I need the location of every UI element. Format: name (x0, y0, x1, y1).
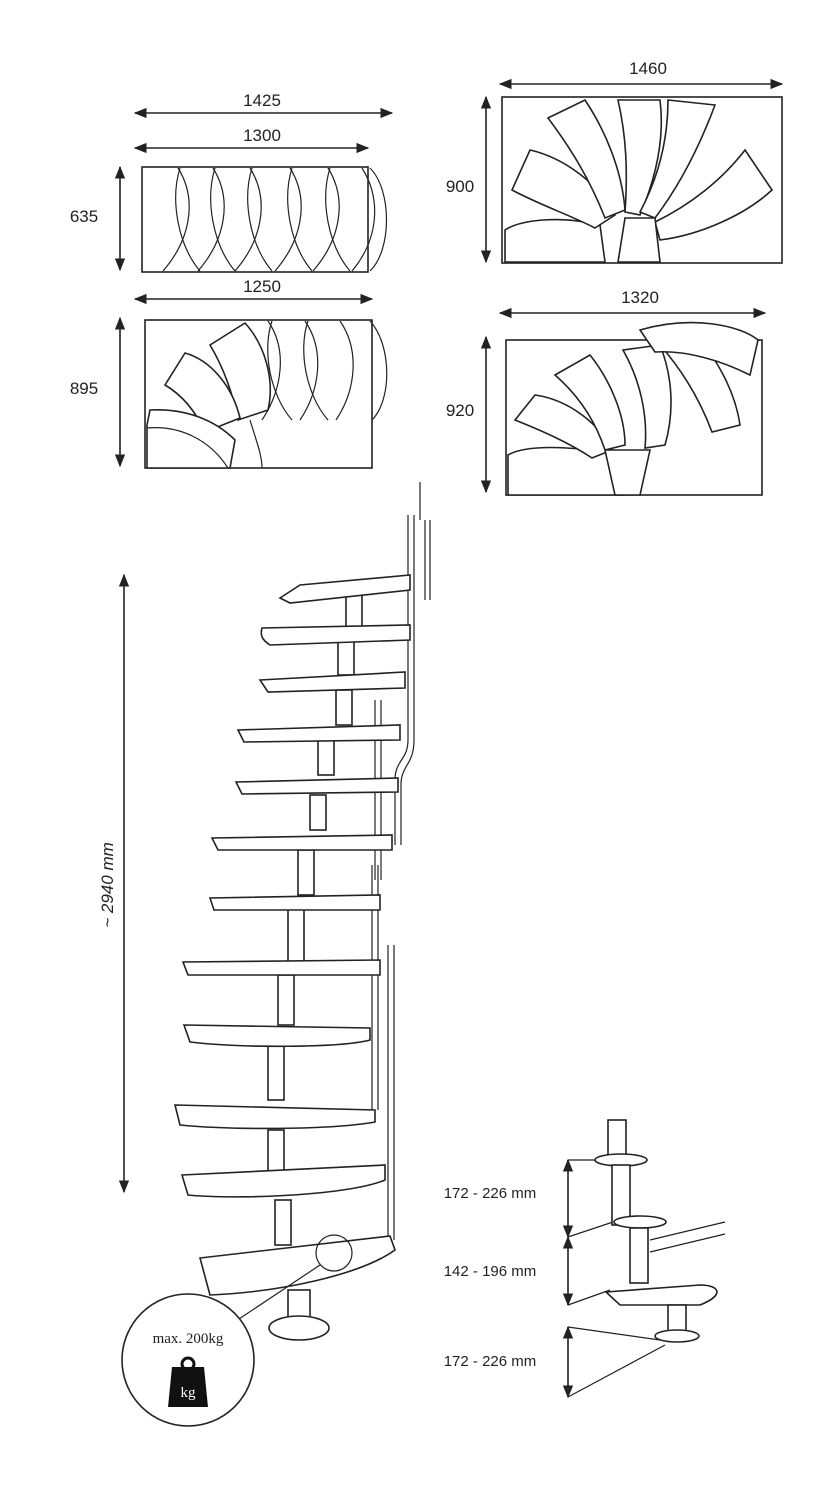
plan-treads (162, 167, 388, 272)
dim-label-1300: 1300 (243, 126, 281, 145)
tread (208, 894, 381, 911)
dim-label-1250: 1250 (243, 277, 281, 296)
plan-treads (146, 320, 388, 469)
weight-unit-label: kg (181, 1385, 197, 1401)
rise-detail-sketch (567, 1119, 726, 1398)
tread (173, 1104, 376, 1130)
tread (198, 1235, 396, 1296)
tread (182, 1024, 371, 1048)
tread (260, 624, 411, 646)
stair-treads (173, 574, 411, 1296)
handrail (371, 482, 431, 1240)
tread (210, 834, 393, 851)
load-callout: max. 200kg kg (121, 1234, 353, 1427)
tread (236, 724, 401, 743)
tread (234, 777, 399, 795)
rise-label-middle: 142 - 196 mm (444, 1263, 537, 1280)
elevation-view: ~ 2940 mm (98, 482, 431, 1427)
plan-quarter-turn: 1320 920 (446, 288, 767, 496)
rise-label-lower: 172 - 226 mm (444, 1353, 537, 1370)
dim-label-900: 900 (446, 177, 474, 196)
plan-straight: 1425 1300 635 (70, 91, 394, 273)
rise-label-upper: 172 - 226 mm (444, 1185, 537, 1202)
dim-label-635: 635 (70, 207, 98, 226)
max-load-label: max. 200kg (153, 1331, 224, 1347)
detail-circle (315, 1234, 353, 1272)
dim-label-1425: 1425 (243, 91, 281, 110)
tread (180, 1164, 386, 1198)
rise-detail: 172 - 226 mm 142 - 196 mm 172 - 226 mm (444, 1119, 726, 1399)
tread (258, 671, 406, 693)
plan-half-turn: 1460 900 (446, 59, 784, 264)
dim-label-1460: 1460 (629, 59, 667, 78)
plan-treads (507, 321, 759, 496)
tread (278, 574, 411, 604)
callout-leader (229, 1264, 321, 1326)
plan-l-turn: 1250 895 (70, 277, 388, 469)
load-badge (121, 1293, 255, 1427)
height-label: ~ 2940 mm (98, 842, 117, 928)
tread (181, 959, 381, 976)
weight-icon (168, 1367, 208, 1407)
plan-outline (141, 166, 369, 273)
weight-handle-icon (180, 1356, 196, 1372)
central-spine (267, 589, 363, 1341)
dim-label-1320: 1320 (621, 288, 659, 307)
dim-label-920: 920 (446, 401, 474, 420)
plan-treads (504, 98, 774, 263)
dim-label-895: 895 (70, 379, 98, 398)
